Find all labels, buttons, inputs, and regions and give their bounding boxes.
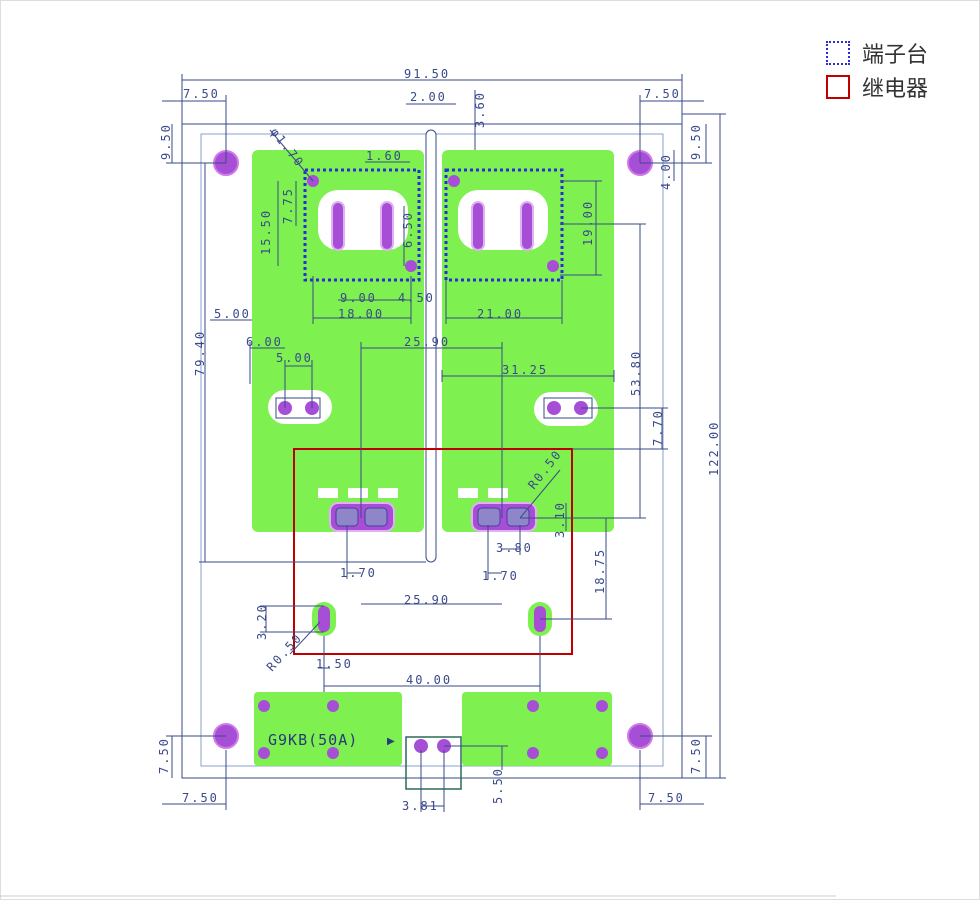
dim-right-block-width: 31.25 xyxy=(502,363,548,377)
dim-pin-pitch-top: 1.60 xyxy=(366,149,403,163)
dim-right-terminal-height: 19.00 xyxy=(581,200,595,246)
dim-bottom-left-edge: 7.50 xyxy=(182,791,219,805)
dim-bottom-right-vertical: 7.50 xyxy=(689,737,703,774)
dim-right-terminal-width: 21.00 xyxy=(477,307,523,321)
relay-swatch-icon xyxy=(826,75,850,99)
dim-bottom-right-edge: 7.50 xyxy=(648,791,685,805)
dim-left-terminal-width: 18.00 xyxy=(338,307,384,321)
dim-terminal-height-b: 15.50 xyxy=(259,209,273,255)
board-outline xyxy=(181,123,683,779)
legend-item-relay: 继电器 xyxy=(826,70,976,104)
dim-terminal-pin-gap: 6.50 xyxy=(401,211,415,248)
dim-bottom-left-vertical: 7.50 xyxy=(157,737,171,774)
dim-right-small: 7.70 xyxy=(651,409,665,446)
dim-right-pad-width: 1.70 xyxy=(482,569,519,583)
dimension-lines xyxy=(162,74,726,812)
dim-slot-offset: 3.60 xyxy=(473,91,487,128)
part-number-label: G9KB(50A) xyxy=(268,731,358,749)
dimension-labels: 91.50 7.50 7.50 2.00 3.60 9.50 9.50 φ1.7… xyxy=(157,67,721,813)
dim-small-pitch: 5.00 xyxy=(276,351,313,365)
dim-coil-radius: R0.50 xyxy=(264,630,305,674)
dim-relay-pad-pitch: 3.80 xyxy=(496,541,533,555)
bottom-right-copper xyxy=(462,692,612,766)
dim-left-terminal-span: 9.00 xyxy=(340,291,377,305)
dim-left-pad-width: 1.70 xyxy=(340,566,377,580)
dim-left-terminal-half: 4.50 xyxy=(398,291,435,305)
dim-right-height: 53.80 xyxy=(629,350,643,396)
legend: 端子台 继电器 xyxy=(826,36,976,104)
dim-terminal-height-a: 7.75 xyxy=(281,187,295,224)
bottom-pads xyxy=(258,700,608,759)
terminal-block-left xyxy=(303,168,421,282)
dim-terminal-center-dist: 25.90 xyxy=(404,335,450,349)
dim-connector-pitch: 3.81 xyxy=(402,799,439,813)
legend-label-terminal: 端子台 xyxy=(862,43,929,68)
center-slot xyxy=(425,129,437,563)
coil-pads xyxy=(312,602,552,636)
legend-label-relay: 继电器 xyxy=(862,77,929,102)
dim-overall-height: 122.00 xyxy=(707,421,721,476)
dim-center-gap: 2.00 xyxy=(410,90,447,104)
dim-small-offset: 6.00 xyxy=(246,335,283,349)
dim-coil-height: 3.20 xyxy=(255,603,269,640)
dim-relay-pad-h: 3.10 xyxy=(553,501,567,538)
dim-relay-height: 18.75 xyxy=(593,548,607,594)
dim-coil-pitch: 40.00 xyxy=(406,673,452,687)
terminal-pads xyxy=(331,201,534,251)
relay-outline xyxy=(293,448,573,655)
dim-relay-pin-dist: 25.90 xyxy=(404,593,450,607)
dim-right-hole-offset: 9.50 xyxy=(689,123,703,160)
arrow-marker-icon: ▶ xyxy=(387,736,395,747)
dim-top-left-edge: 7.50 xyxy=(183,87,220,101)
dim-left-hole-offset: 9.50 xyxy=(159,123,173,160)
relay-pads xyxy=(329,502,537,532)
bottom-left-copper xyxy=(254,692,402,766)
legend-item-terminal: 端子台 xyxy=(826,36,976,70)
dim-top-right-edge: 7.50 xyxy=(644,87,681,101)
dim-left-block-offset: 5.00 xyxy=(214,307,251,321)
dim-coil-width: 1.50 xyxy=(316,657,353,671)
dim-connector-height: 5.50 xyxy=(491,767,505,804)
dim-left-vertical: 79.40 xyxy=(193,330,207,376)
dim-overall-width: 91.50 xyxy=(404,67,450,81)
dim-right-hole-down: 4.00 xyxy=(659,153,673,190)
terminal-block-right xyxy=(444,168,564,282)
connector xyxy=(405,736,462,790)
terminal-swatch-icon xyxy=(826,41,850,65)
